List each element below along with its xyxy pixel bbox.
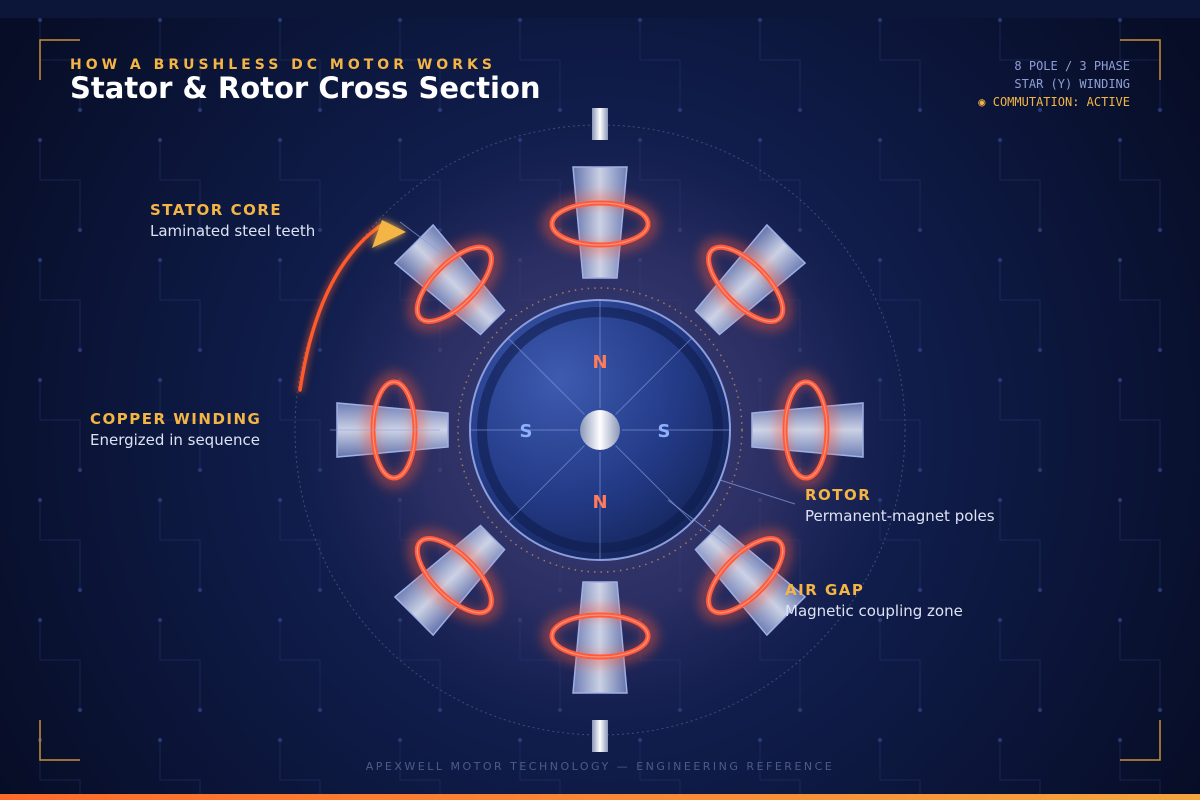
diagram-kicker: HOW A BRUSHLESS DC MOTOR WORKS <box>70 57 496 73</box>
corner-bracket-top-right <box>1120 39 1161 80</box>
air-gap-ring <box>457 287 743 573</box>
stator-tooth-right <box>751 373 864 487</box>
stator-tooth-bottom-right <box>694 524 807 637</box>
rotor-pole-right: S <box>658 421 671 442</box>
rotor-pole-top: N <box>592 352 607 373</box>
corner-bracket-top-left <box>39 39 80 80</box>
copper-coil-top-right <box>700 238 792 330</box>
corner-bracket-bottom-left <box>39 720 80 761</box>
stator-tooth-top <box>543 166 657 279</box>
copper-coil-bottom-right <box>700 530 792 622</box>
copper-coil-bottom-left <box>408 530 500 622</box>
stator-tooth-top-left <box>393 223 506 336</box>
copper-coil-top-left <box>408 238 500 330</box>
stator-leader-line <box>399 221 441 253</box>
winding-callout-title: COPPER WINDING <box>90 410 262 428</box>
copper-coil-right <box>777 373 835 487</box>
airgap-callout-title: AIR GAP <box>785 581 865 599</box>
copper-coil-bottom <box>543 607 657 665</box>
rotation-arrow <box>298 220 406 392</box>
rotor-callout-title: ROTOR <box>805 486 872 504</box>
corner-bracket-bottom-right <box>1120 720 1161 761</box>
airgap-leader-line <box>667 499 761 571</box>
rotor-shaft <box>580 410 620 450</box>
bottom-accent-bar <box>0 794 1200 800</box>
stator-tooth-top-right <box>694 223 807 336</box>
footer-credit: APEXWELL MOTOR TECHNOLOGY — ENGINEERING … <box>365 760 835 773</box>
winding-callout-desc: Energized in sequence <box>90 431 260 449</box>
page-title: Stator & Rotor Cross Section <box>70 71 541 105</box>
shaft-marker-top <box>592 108 608 140</box>
spec-commutation: ◉ COMMUTATION: ACTIVE <box>978 95 1130 109</box>
top-strip <box>0 0 1200 18</box>
spec-winding: STAR (Y) WINDING <box>1014 77 1130 91</box>
spec-poles: 8 POLE / 3 PHASE <box>1014 59 1130 73</box>
rotor-leader-line <box>719 479 796 505</box>
shaft-marker-bottom <box>592 720 608 752</box>
rotor-callout-desc: Permanent-magnet poles <box>805 507 995 525</box>
rotor-pole-bottom: N <box>592 492 607 513</box>
stator-core <box>336 166 864 694</box>
copper-coil-top <box>543 195 657 253</box>
rotor <box>469 299 731 561</box>
stator-callout-desc: Laminated steel teeth <box>150 222 316 240</box>
rotor-pole-left: S <box>520 421 533 442</box>
stator-tooth-bottom-left <box>393 524 506 637</box>
stator-callout-title: STATOR CORE <box>150 201 283 219</box>
airgap-callout-desc: Magnetic coupling zone <box>785 602 963 620</box>
stator-tooth-bottom <box>543 581 657 694</box>
